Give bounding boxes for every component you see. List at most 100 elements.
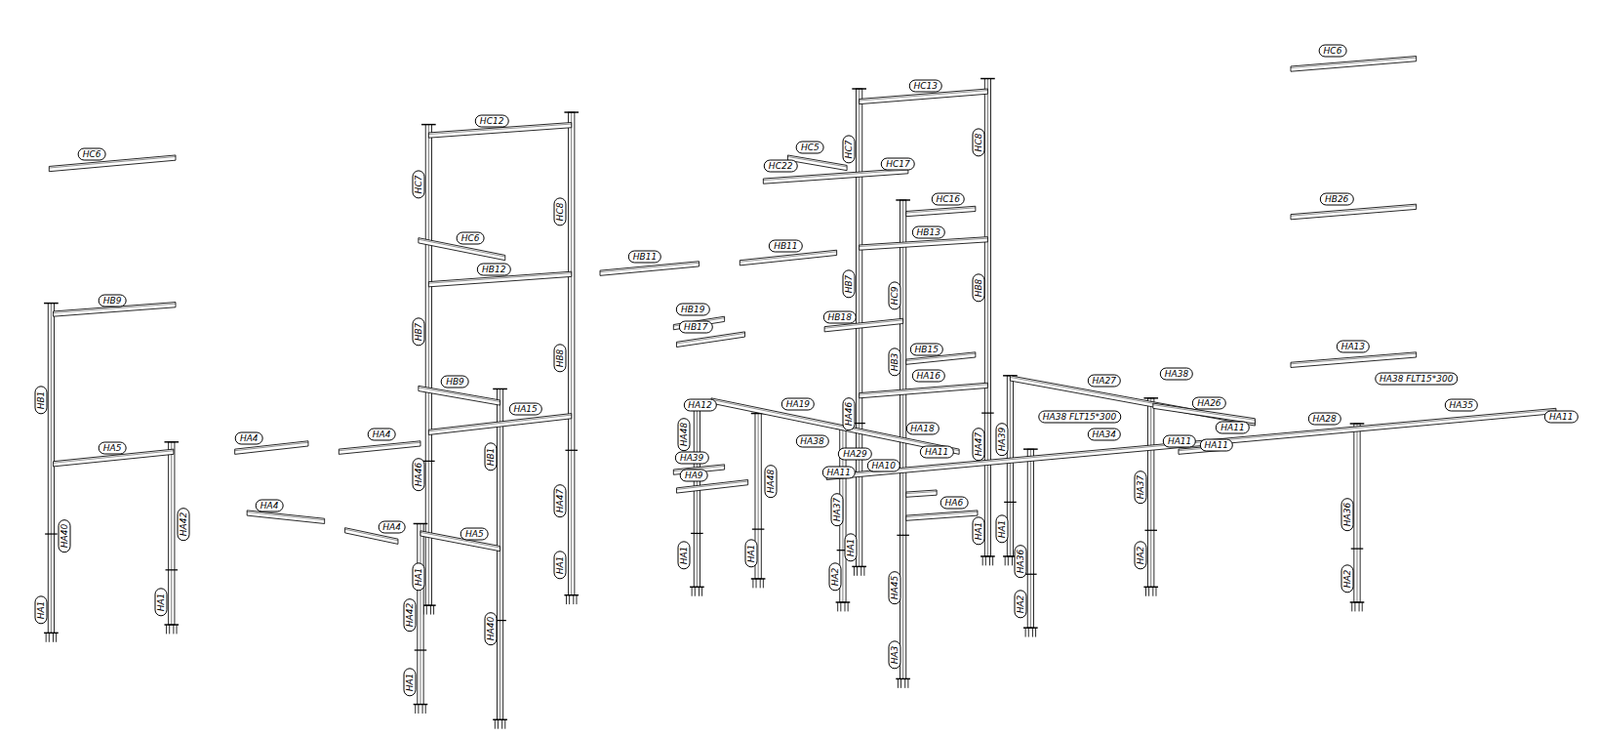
anchor-bolt <box>426 604 428 614</box>
cap-plate <box>980 78 996 80</box>
part-mark: HB19 <box>676 302 710 316</box>
cap-plate <box>163 440 179 442</box>
part-mark: HA36 <box>1013 544 1027 578</box>
part-mark: HA11 <box>1162 434 1197 447</box>
beam-flange <box>676 332 745 343</box>
part-mark: HB18 <box>823 311 857 324</box>
part-mark: HB11 <box>768 240 802 253</box>
beam-flange <box>859 384 989 395</box>
anchor-bolt <box>985 556 987 565</box>
anchor-bolt <box>860 565 862 575</box>
part-mark: HA2 <box>828 562 841 592</box>
part-mark: HA38 FLT15*300 <box>1038 409 1121 423</box>
beam-flange <box>338 441 421 450</box>
part-mark: HB12 <box>477 263 511 277</box>
anchor-bolt <box>55 632 57 641</box>
part-mark: HA37 <box>1134 470 1148 504</box>
part-mark: HC17 <box>880 158 916 171</box>
anchor-bolt <box>844 601 846 611</box>
part-mark: HA1 <box>972 517 986 546</box>
splice-plate <box>44 532 58 534</box>
part-mark: HA34 <box>1086 427 1120 440</box>
part-mark: HA12 <box>682 399 717 412</box>
anchor-bolt <box>856 565 858 575</box>
part-mark: HB1 <box>484 441 498 471</box>
column <box>47 303 54 634</box>
part-mark: HA18 <box>905 422 939 436</box>
part-mark: HC6 <box>456 231 485 244</box>
beam-flange <box>1290 205 1417 216</box>
splice-plate <box>752 527 765 529</box>
part-mark: HA40 <box>57 519 71 553</box>
anchor-bolt <box>433 604 435 614</box>
cap-plate <box>563 111 579 113</box>
part-mark: HA1 <box>155 588 168 617</box>
anchor-bolt <box>494 719 496 728</box>
anchor-bolt <box>1011 556 1013 565</box>
anchor-bolt <box>45 632 47 641</box>
part-mark: HB7 <box>842 269 856 298</box>
splice-plate <box>165 568 179 570</box>
beam <box>906 205 976 216</box>
part-mark: HC13 <box>908 79 943 92</box>
column-web <box>758 413 760 579</box>
anchor-bolt <box>752 578 754 588</box>
anchor-bolt <box>1152 586 1154 596</box>
beam-flange <box>906 511 978 517</box>
part-mark: HC8 <box>554 197 567 226</box>
beam <box>600 261 699 277</box>
part-mark: HA5 <box>98 441 127 455</box>
beam-flange <box>676 480 748 489</box>
anchor-bolt <box>572 595 574 604</box>
part-mark: HA11 <box>920 445 954 459</box>
part-mark: HA1 <box>411 562 425 592</box>
anchor-bolt <box>853 565 855 575</box>
beam-flange <box>418 387 501 402</box>
part-mark: HC6 <box>1319 44 1348 58</box>
part-mark: HA11 <box>1544 409 1578 423</box>
anchor-bolt <box>847 601 849 611</box>
part-mark: HA48 <box>763 463 777 497</box>
anchor-bolt <box>982 556 984 565</box>
splice-plate <box>564 449 578 451</box>
anchor-bolt <box>1354 601 1356 611</box>
anchor-bolt <box>172 624 174 634</box>
beam <box>246 510 324 524</box>
cap-plate <box>413 522 429 524</box>
anchor-bolt <box>165 624 167 634</box>
part-mark: HA26 <box>1192 397 1226 410</box>
part-mark: HA1 <box>996 514 1009 543</box>
anchor-bolt <box>575 595 577 604</box>
part-mark: HA29 <box>838 447 872 461</box>
part-mark: HA47 <box>972 427 986 461</box>
part-mark: HA2 <box>1134 541 1148 570</box>
beam <box>711 398 960 455</box>
anchor-bolt <box>756 578 758 588</box>
part-mark: HA42 <box>403 597 417 631</box>
part-mark: HA37 <box>830 492 843 526</box>
part-mark: HA11 <box>822 466 856 480</box>
cap-plate <box>43 302 59 304</box>
anchor-bolt <box>840 601 841 611</box>
anchor-bolt <box>52 632 54 641</box>
part-mark: HA4 <box>235 431 264 444</box>
column-web <box>570 112 572 596</box>
cap-plate <box>1023 447 1039 449</box>
part-mark: HC12 <box>475 115 510 128</box>
anchor-bolt <box>1007 556 1009 565</box>
part-mark: HA27 <box>1086 374 1120 388</box>
anchor-bolt <box>1148 586 1150 596</box>
anchor-bolt <box>904 678 906 687</box>
cap-plate <box>421 123 437 125</box>
part-mark: HB26 <box>1320 192 1354 205</box>
part-mark: HA36 <box>1340 497 1354 531</box>
part-mark: HB17 <box>679 320 713 333</box>
part-mark: HA1 <box>554 551 567 580</box>
column <box>1027 448 1034 628</box>
part-mark: HA1 <box>677 541 690 570</box>
anchor-bolt <box>1351 601 1353 611</box>
anchor-bolt <box>568 595 570 604</box>
anchor-bolt <box>1359 601 1360 611</box>
anchor-bolt <box>417 704 419 714</box>
